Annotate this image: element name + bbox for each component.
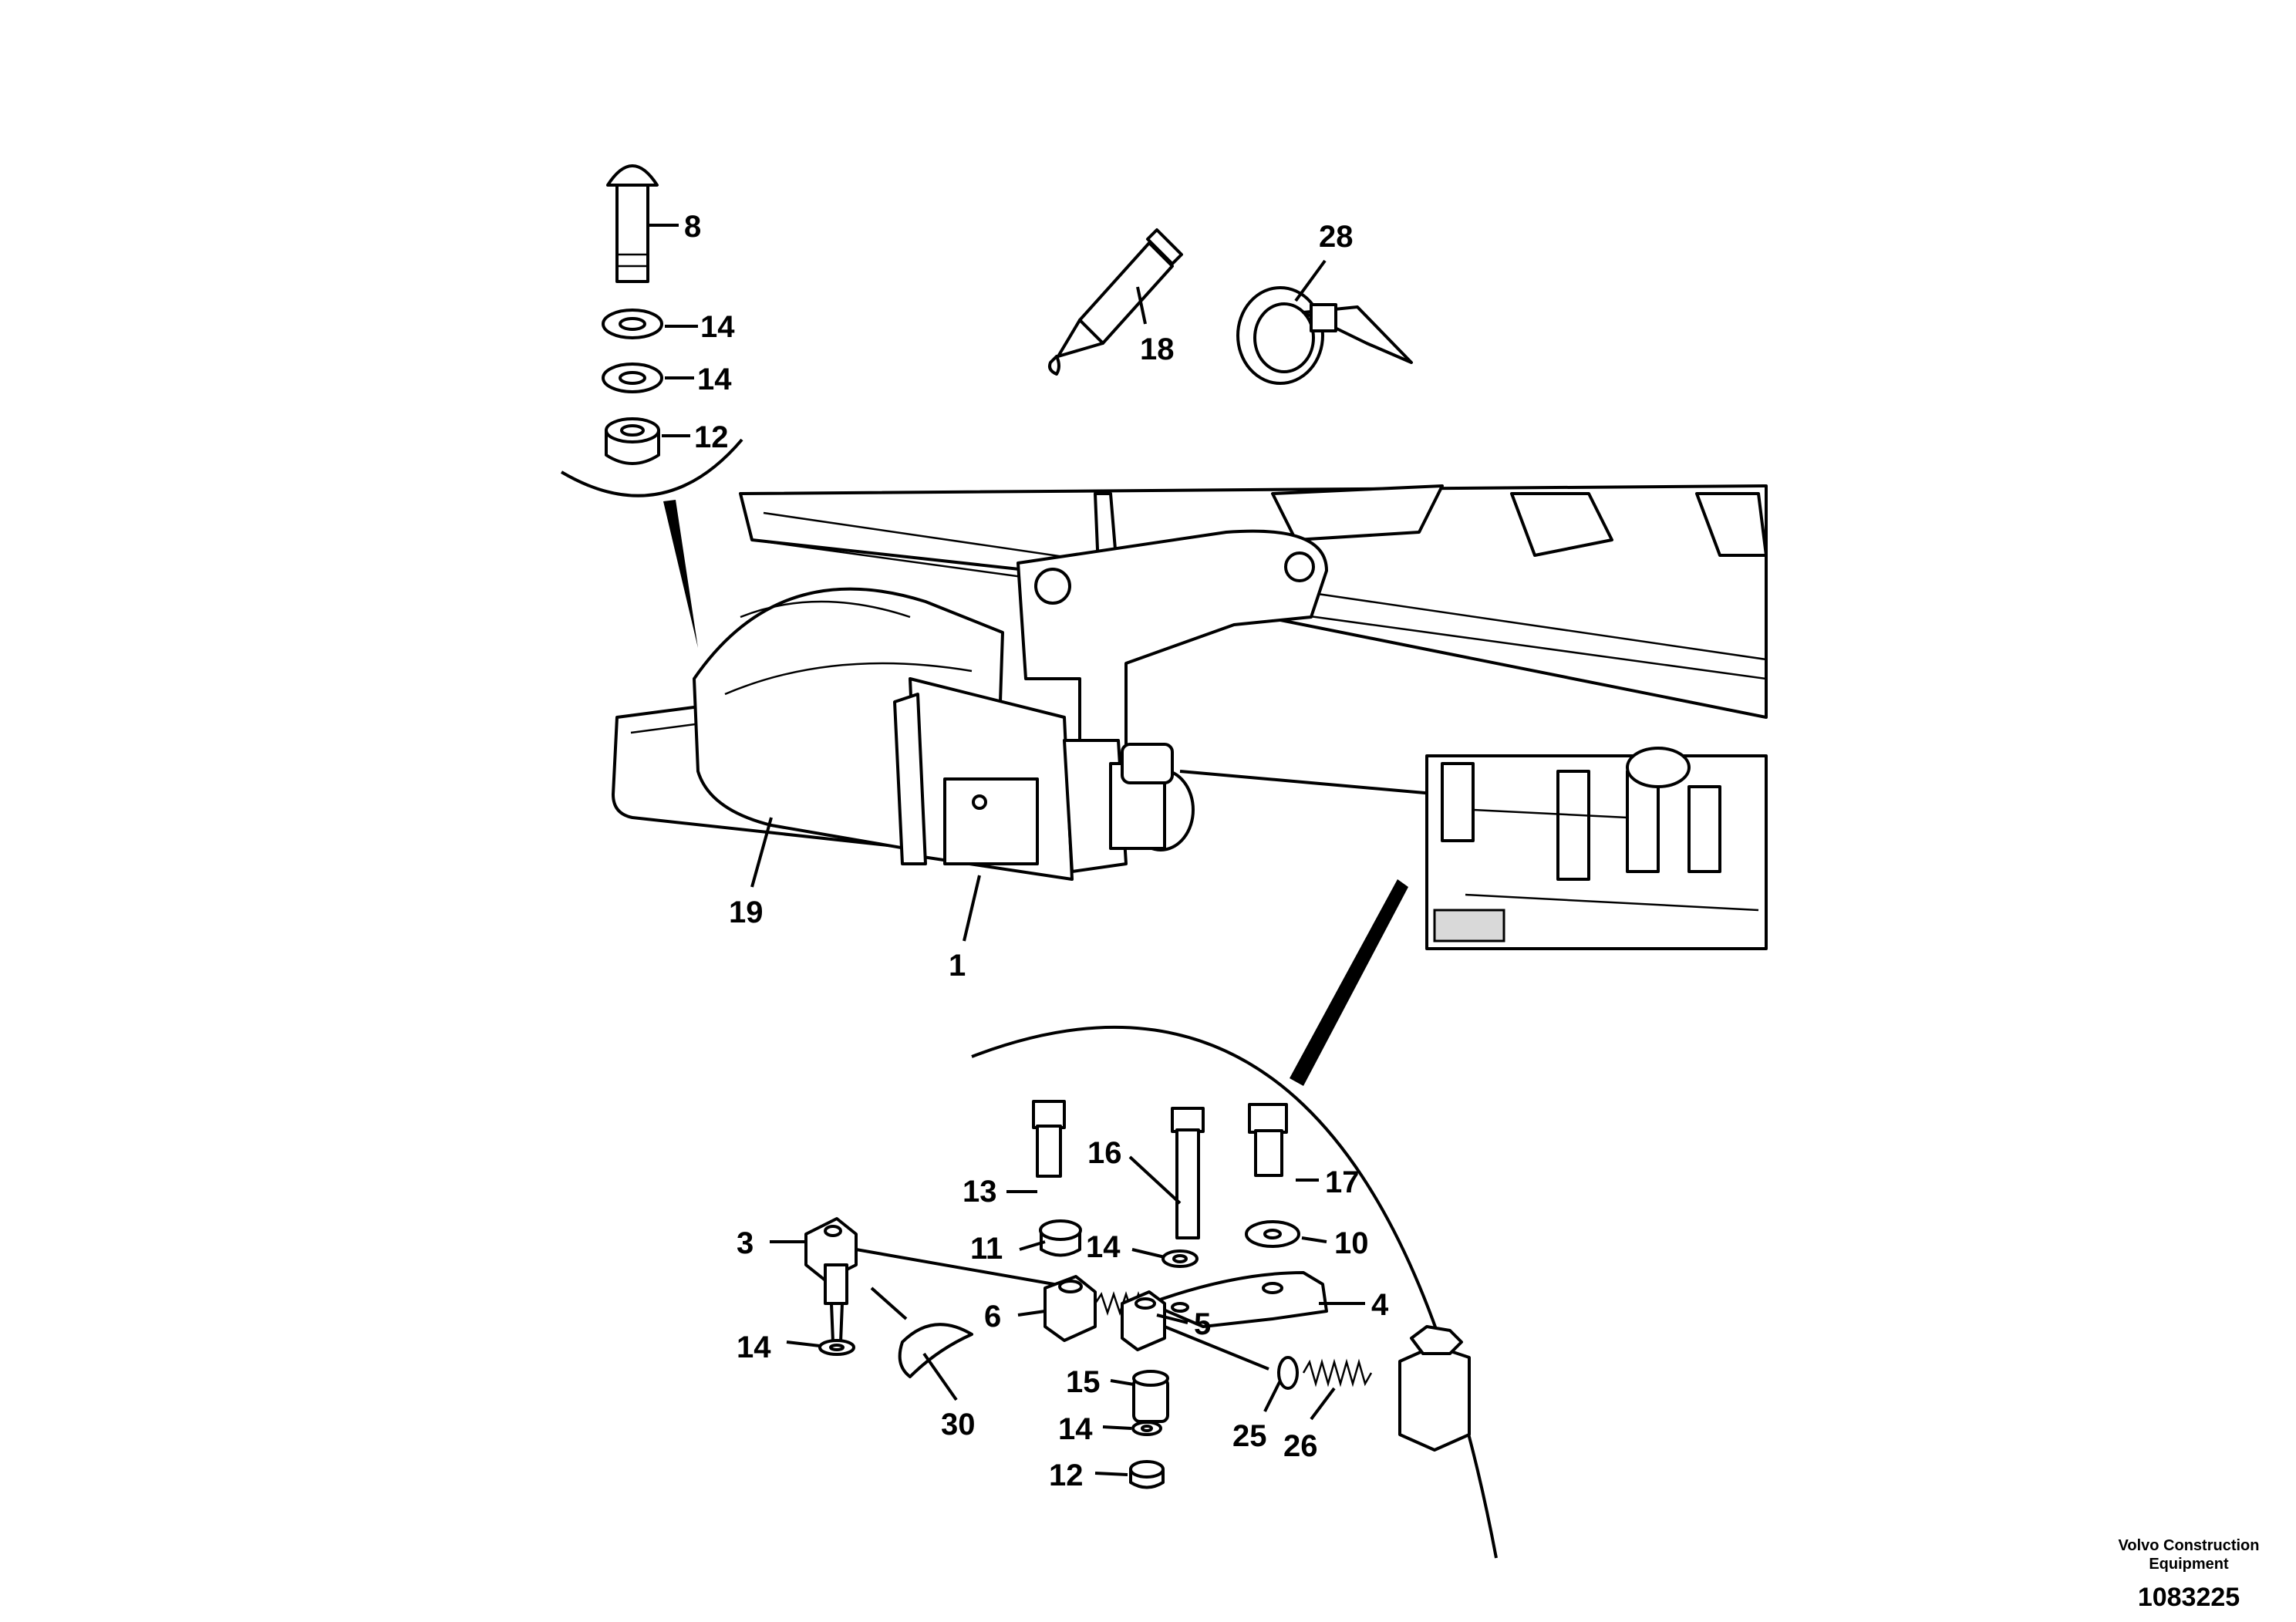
brand-line-2: Equipment (2149, 1556, 2229, 1573)
washer-14-icon (602, 309, 663, 339)
callout-26: 26 (1283, 1429, 1318, 1463)
bolt-13-icon (1032, 1100, 1066, 1178)
callout-16: 16 (1087, 1136, 1122, 1170)
pivot-block-5 (1121, 1290, 1166, 1351)
long-bolt-16-icon (1171, 1107, 1205, 1239)
washer-14-c-icon (1161, 1249, 1199, 1268)
callout-5: 5 (1194, 1307, 1211, 1341)
injection-pump-linkage (1425, 747, 1768, 950)
callout-14: 14 (1058, 1412, 1093, 1446)
callout-18: 18 (1140, 332, 1175, 366)
lever-4 (1148, 1271, 1328, 1328)
callout-1: 1 (949, 949, 966, 983)
washer-14-lower-icon (602, 363, 663, 393)
callout-3: 3 (737, 1226, 754, 1260)
leader-lines (649, 224, 1365, 1476)
callout-11: 11 (970, 1232, 1003, 1266)
detail-pointer-bottom (1290, 879, 1408, 1086)
callout-17: 17 (1325, 1165, 1360, 1199)
callout-13: 13 (963, 1175, 997, 1209)
cable-tie-28-icon (1236, 286, 1413, 385)
callout-6: 6 (984, 1300, 1001, 1334)
callout-14: 14 (697, 363, 732, 396)
callout-19: 19 (729, 895, 764, 929)
callout-25: 25 (1232, 1419, 1267, 1453)
nut-12-icon (605, 417, 660, 465)
callout-10: 10 (1334, 1226, 1369, 1260)
stop-solenoid-1 (693, 587, 1195, 881)
callout-12: 12 (694, 420, 729, 454)
washer-14-e-icon (1131, 1421, 1162, 1436)
spacer-15-icon (1132, 1370, 1169, 1423)
callout-14: 14 (737, 1330, 771, 1364)
clamp-block-6 (1043, 1275, 1097, 1342)
callout-labels: 8 14 14 12 18 28 19 1 16 13 17 3 11 14 1… (684, 210, 1389, 1492)
callout-14: 14 (700, 310, 735, 344)
brand-line-1: Volvo Construction (2119, 1537, 2260, 1554)
bolt-8-icon (606, 164, 659, 283)
callout-12: 12 (1049, 1458, 1084, 1492)
callout-4: 4 (1371, 1288, 1389, 1322)
callout-8: 8 (684, 210, 701, 244)
callout-15: 15 (1066, 1365, 1101, 1399)
washer-14-d-icon (818, 1339, 855, 1356)
callout-30: 30 (941, 1408, 976, 1442)
detail-pointer-top (663, 500, 698, 648)
nut-12-lower-icon (1129, 1460, 1165, 1489)
adjuster-block-icon (1398, 1325, 1471, 1452)
rod-end-3 (804, 1217, 858, 1344)
callout-14: 14 (1086, 1230, 1121, 1264)
washer-25-icon (1277, 1356, 1299, 1390)
split-pin-30-icon (870, 1286, 973, 1378)
shoulder-bolt-17-icon (1248, 1103, 1288, 1177)
sealant-tube-18-icon (1048, 228, 1183, 376)
footer: Volvo Construction Equipment 1083225 (2119, 1537, 2260, 1612)
detail-arc-top (560, 438, 743, 497)
washer-10-icon (1245, 1220, 1300, 1248)
nut-11-icon (1039, 1219, 1082, 1257)
drawing-number: 1083225 (2138, 1583, 2240, 1612)
control-rod (1179, 770, 1443, 796)
callout-28: 28 (1319, 220, 1354, 254)
spring-26-icon (1302, 1358, 1373, 1388)
